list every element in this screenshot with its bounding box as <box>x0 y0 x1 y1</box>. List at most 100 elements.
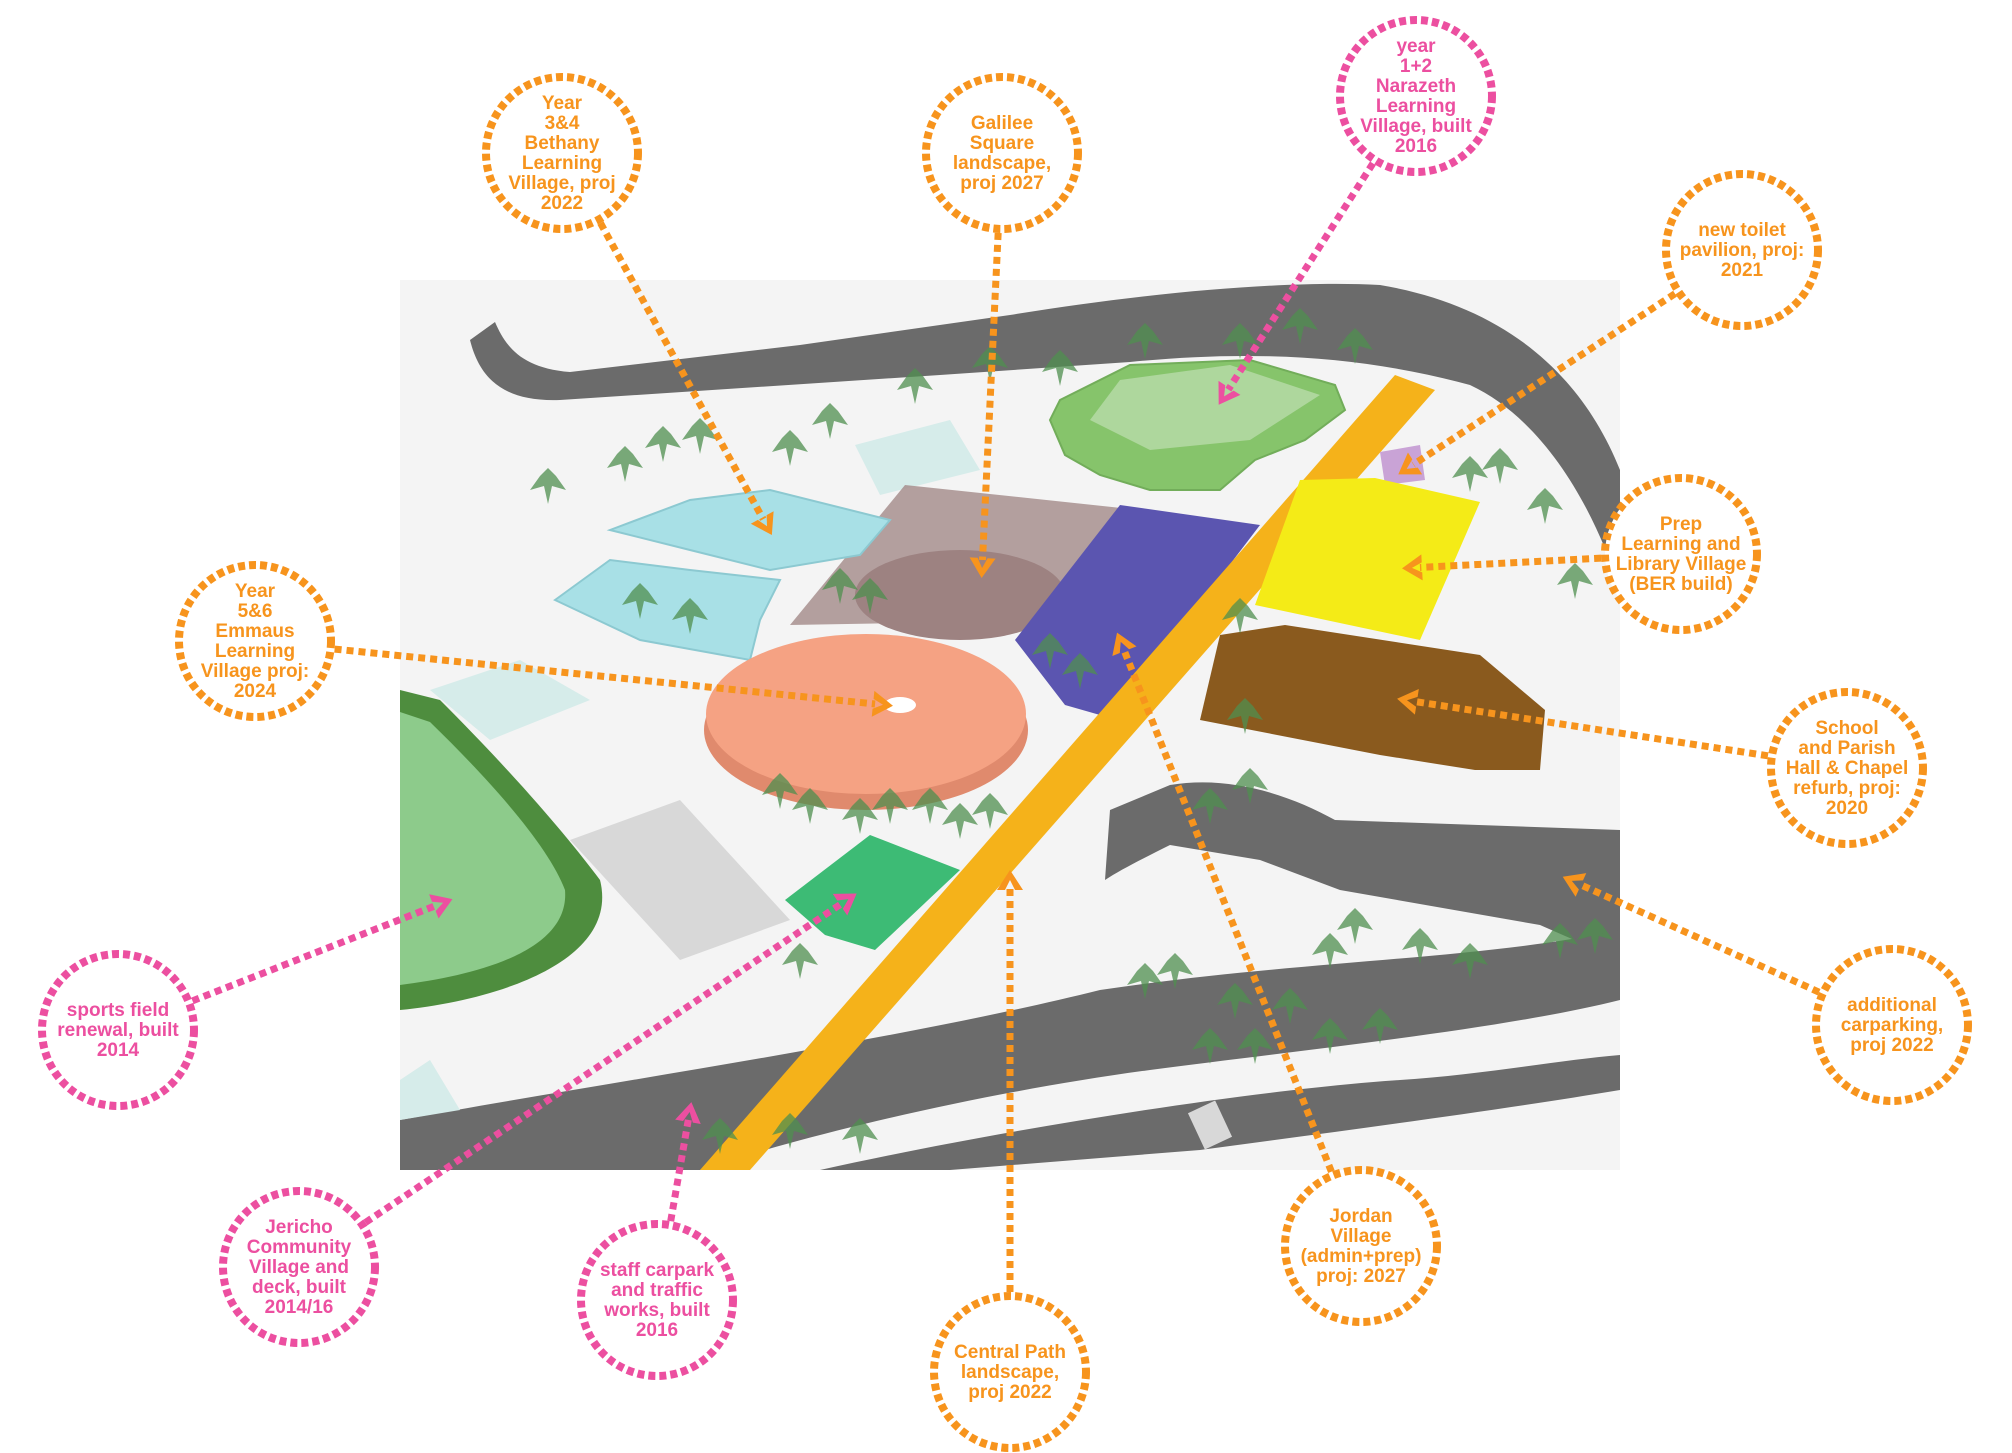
jericho-callout-line: 2014/16 <box>265 1297 334 1318</box>
emmaus-callout-line: 5&6 <box>238 601 273 622</box>
tree-icon <box>852 578 888 614</box>
jericho-callout-ring <box>219 1187 379 1347</box>
carparking-callout-ring <box>1812 945 1972 1105</box>
tree-icon <box>1042 350 1078 386</box>
hall-callout-line: refurb, proj: <box>1793 778 1901 799</box>
galilee-callout-ring <box>922 73 1082 233</box>
tree-icon <box>1452 456 1488 492</box>
prep-arrow-icon <box>1402 554 1423 581</box>
central-callout-line: proj 2022 <box>968 1382 1051 1403</box>
nazareth-callout-line: Learning <box>1376 96 1456 117</box>
tree-icon <box>772 1113 808 1149</box>
nazareth-callout-line: Village, built <box>1360 116 1472 137</box>
jordan-callout-line: (admin+prep) <box>1301 1246 1422 1267</box>
tree-icon <box>1337 328 1373 364</box>
nazareth-canopy <box>1090 365 1320 450</box>
tree-icon <box>1032 633 1068 669</box>
galilee-callout-line: Galilee <box>971 113 1033 134</box>
prep-library-village <box>1255 478 1480 640</box>
jericho-callout-line: Community <box>247 1237 352 1258</box>
sports-field <box>400 712 566 985</box>
tree-icon <box>1402 928 1438 964</box>
prep-callout-line: (BER build) <box>1629 574 1732 595</box>
tree-icon <box>1222 323 1258 359</box>
toilet-callout-line: new toilet <box>1698 220 1786 241</box>
bethany-callout-ring <box>482 73 642 233</box>
carparking-callout-line: proj 2022 <box>1850 1035 1933 1056</box>
pad-mid <box>570 800 790 960</box>
staff-callout-line: and traffic <box>611 1280 703 1301</box>
tree-icon <box>772 430 808 466</box>
tree-icon <box>682 418 718 454</box>
tree-icon <box>672 598 708 634</box>
tree-icon <box>1222 598 1258 634</box>
nazareth-callout-line: 1+2 <box>1400 56 1432 77</box>
bethany-arrow-icon <box>750 511 774 536</box>
east-road <box>1105 782 1620 960</box>
jordan-callout-ring <box>1281 1166 1441 1326</box>
crossing-marking <box>1187 1100 1233 1150</box>
bethany-connector <box>597 221 767 521</box>
galilee-callout-line: proj 2027 <box>960 173 1043 194</box>
toilet-callout-line: pavilion, proj: <box>1680 240 1805 261</box>
tree-icon <box>1227 698 1263 734</box>
toilet-connector <box>1411 290 1677 468</box>
tree-icon <box>1237 1028 1273 1064</box>
galilee-callout-line: landscape, <box>953 153 1051 174</box>
emmaus-callout-line: 2024 <box>234 681 277 702</box>
tree-icon <box>792 788 828 824</box>
toilet-arrow-icon <box>1398 452 1423 475</box>
pad-southwest <box>400 1060 460 1120</box>
staff-connector <box>667 1119 692 1222</box>
bethany-callout-line: Bethany <box>525 133 600 154</box>
central-arrow-icon <box>997 870 1023 890</box>
emmaus-callout-line: Learning <box>215 641 295 662</box>
sports-callout-line: renewal, built <box>57 1020 179 1041</box>
emmaus-arrow-icon <box>871 690 893 717</box>
tree-icon <box>1127 323 1163 359</box>
jordan-callout-line: proj: 2027 <box>1316 1266 1406 1287</box>
tree-icon <box>1232 768 1268 804</box>
prep-callout-ring <box>1601 474 1761 634</box>
tree-icon <box>972 346 1008 382</box>
tree-icon <box>702 1118 738 1154</box>
prep-connector <box>1419 554 1602 571</box>
sports-callout-ring <box>38 950 198 1110</box>
hall-callout-line: School <box>1815 718 1878 739</box>
tree-icon <box>897 368 933 404</box>
tree-icon <box>1272 988 1308 1024</box>
sports-arrow-icon <box>429 894 453 919</box>
bethany-building-lower <box>553 558 782 662</box>
jordan-arrow-icon <box>1112 632 1137 656</box>
tree-icon <box>622 583 658 619</box>
bethany-building-upper <box>606 488 892 572</box>
tree-icon <box>530 468 566 504</box>
pad-north <box>855 420 980 495</box>
tree-icon <box>1217 983 1253 1019</box>
emmaus-courtyard <box>884 697 916 713</box>
jericho-callout-line: Jericho <box>265 1217 333 1238</box>
carparking-callout-line: additional <box>1847 995 1937 1016</box>
tree-icon <box>972 793 1008 829</box>
callout-connectors <box>191 161 1821 1292</box>
nazareth-callout-ring <box>1336 16 1496 176</box>
hall-chapel <box>1200 625 1545 770</box>
tree-icon <box>1192 788 1228 824</box>
tree-icon <box>1282 308 1318 344</box>
bethany-callout-line: Year <box>542 93 583 114</box>
nazareth-callout-line: year <box>1396 36 1436 57</box>
carparking-connector <box>1577 880 1821 996</box>
bethany-callout-line: 2022 <box>541 193 583 214</box>
central-path <box>700 375 1435 1170</box>
staff-callout-line: 2016 <box>636 1320 678 1341</box>
